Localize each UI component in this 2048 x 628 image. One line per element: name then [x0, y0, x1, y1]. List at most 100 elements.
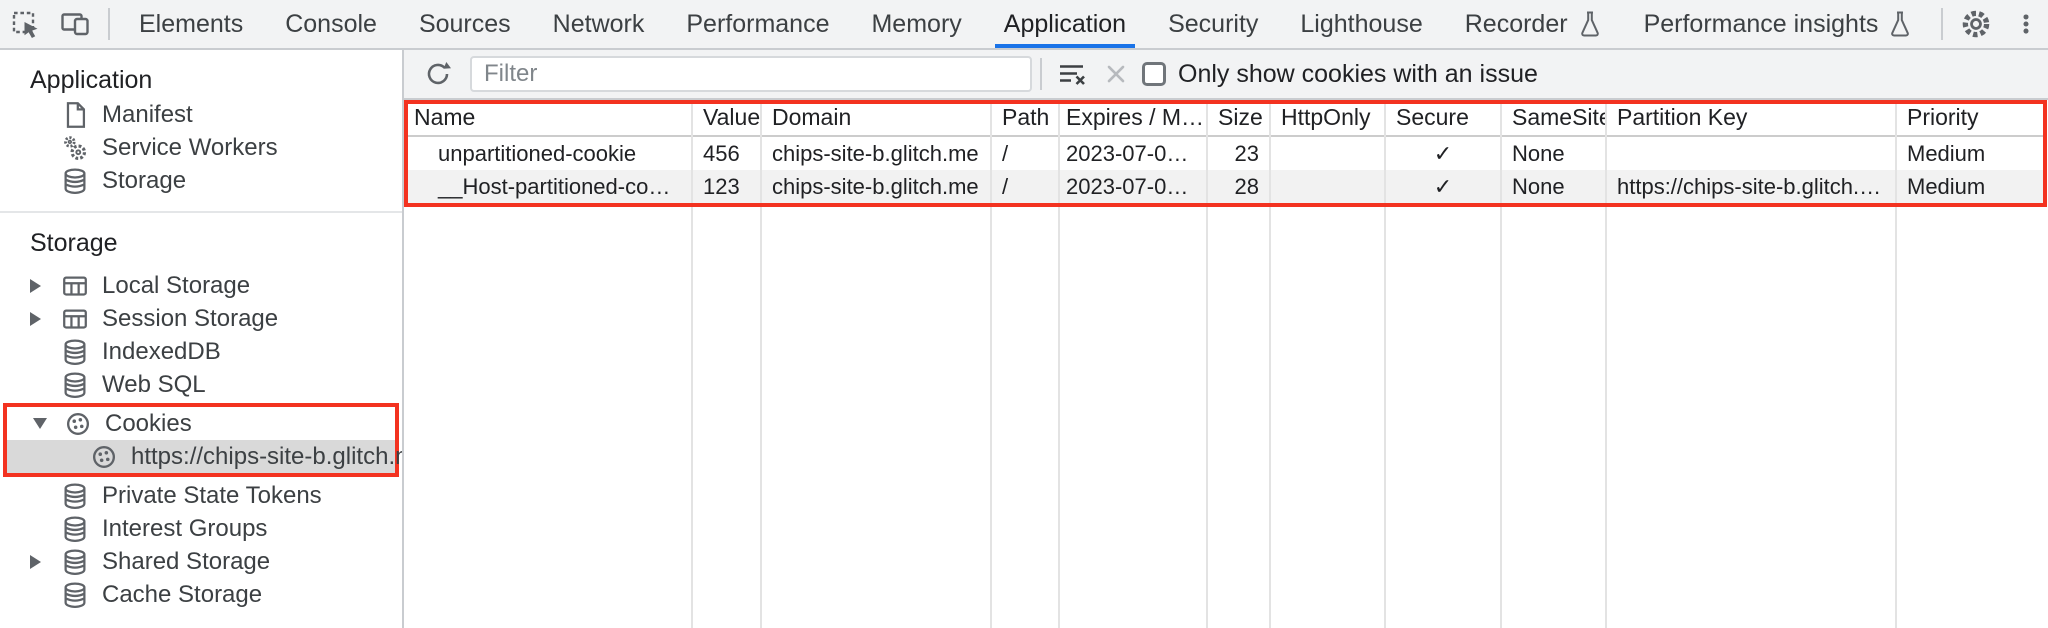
- table-cell[interactable]: 123: [693, 170, 760, 203]
- sidebar-item-storage[interactable]: Storage: [0, 164, 402, 197]
- table-cell[interactable]: chips-site-b.glitch.me: [762, 170, 990, 203]
- device-toolbar-icon: [61, 13, 89, 36]
- database-icon: [64, 581, 86, 608]
- tab-network[interactable]: Network: [532, 0, 666, 48]
- application-panel-body: Application Manifest Service Workers: [0, 50, 2048, 628]
- sidebar-item-local-storage[interactable]: Local Storage: [0, 269, 402, 302]
- column-header-partition-key[interactable]: Partition Key: [1607, 100, 1895, 137]
- tab-label: Network: [552, 9, 645, 38]
- sidebar-item-interest-groups[interactable]: Interest Groups: [0, 512, 402, 545]
- table-cell[interactable]: None: [1512, 141, 1565, 166]
- triangle-collapsed-icon[interactable]: [30, 311, 60, 326]
- settings-button[interactable]: [1951, 7, 2001, 41]
- cookies-panel: Only show cookies with an issue Name unp…: [404, 50, 2048, 628]
- table-cell[interactable]: [1607, 137, 1895, 170]
- sidebar-item-shared-storage[interactable]: Shared Storage: [0, 545, 402, 578]
- sidebar-item-cache-storage[interactable]: Cache Storage: [0, 578, 402, 611]
- table-cell[interactable]: [1271, 170, 1384, 203]
- column-header-secure[interactable]: Secure: [1386, 100, 1500, 137]
- column-header-expires[interactable]: Expires / M…: [1060, 100, 1206, 137]
- secure-checkmark[interactable]: ✓: [1433, 141, 1453, 166]
- sidebar-item-label: Session Storage: [102, 304, 279, 332]
- tab-memory[interactable]: Memory: [850, 0, 982, 48]
- tab-performance-insights[interactable]: Performance insights: [1623, 0, 1934, 48]
- sidebar-item-cookies-origin[interactable]: https://chips-site-b.glitch.me: [7, 440, 402, 473]
- refresh-button[interactable]: [416, 58, 460, 90]
- column-header-samesite[interactable]: SameSite: [1502, 100, 1605, 137]
- tab-sources[interactable]: Sources: [398, 0, 532, 48]
- sidebar-item-web-sql[interactable]: Web SQL: [0, 368, 402, 401]
- sidebar-item-cookies[interactable]: Cookies: [7, 407, 395, 440]
- table-cell[interactable]: [1271, 137, 1384, 170]
- table-cell[interactable]: chips-site-b.glitch.me: [772, 141, 979, 166]
- table-cell[interactable]: __Host-partitioned-cookie: [404, 170, 691, 203]
- triangle-expanded-icon[interactable]: [33, 418, 63, 429]
- column-samesite: SameSite None None: [1502, 100, 1607, 628]
- triangle-collapsed-icon[interactable]: [30, 278, 60, 293]
- inspect-element-button[interactable]: [0, 0, 50, 48]
- sidebar-item-label: Interest Groups: [102, 514, 268, 542]
- sidebar-item-indexeddb[interactable]: IndexedDB: [0, 335, 402, 368]
- secure-checkmark[interactable]: ✓: [1386, 170, 1500, 203]
- tab-elements[interactable]: Elements: [118, 0, 264, 48]
- sidebar-item-label: Local Storage: [102, 271, 251, 299]
- sidebar-item-manifest[interactable]: Manifest: [0, 98, 402, 131]
- tab-label: Performance: [686, 9, 830, 38]
- sidebar-section-application: Application: [30, 65, 153, 94]
- table-cell[interactable]: 2023-07-07…: [1060, 170, 1206, 203]
- table-cell[interactable]: /: [992, 170, 1058, 203]
- sidebar-item-private-state-tokens[interactable]: Private State Tokens: [0, 479, 402, 512]
- flask-icon: [1580, 11, 1599, 37]
- table-cell[interactable]: Medium: [1907, 141, 1986, 166]
- column-header-name[interactable]: Name: [404, 100, 691, 137]
- tab-performance[interactable]: Performance: [665, 0, 850, 48]
- triangle-collapsed-icon[interactable]: [30, 554, 60, 569]
- column-header-size[interactable]: Size: [1208, 100, 1269, 137]
- table-cell[interactable]: unpartitioned-cookie: [438, 141, 637, 166]
- tab-security[interactable]: Security: [1147, 0, 1279, 48]
- column-path: Path / /: [992, 100, 1060, 628]
- column-priority: Priority Medium Medium: [1897, 100, 2047, 628]
- table-cell[interactable]: 456: [703, 141, 740, 166]
- tab-console[interactable]: Console: [264, 0, 398, 48]
- tab-label: Recorder: [1464, 9, 1568, 38]
- database-icon: [64, 515, 86, 542]
- tab-application[interactable]: Application: [983, 0, 1147, 48]
- table-cell[interactable]: /: [1002, 141, 1009, 166]
- refresh-icon: [427, 62, 451, 85]
- column-partition-key: Partition Key https://chips-site-b.glitc…: [1607, 100, 1897, 628]
- toggle-device-toolbar-button[interactable]: [50, 0, 100, 48]
- issue-filter-checkbox[interactable]: [1142, 62, 1166, 86]
- table-cell[interactable]: https://chips-site-b.glitch.me: [1607, 170, 1895, 203]
- toolbar-divider: [1040, 58, 1042, 90]
- database-icon: [64, 338, 86, 365]
- sidebar-item-service-workers[interactable]: Service Workers: [0, 131, 402, 164]
- column-header-domain[interactable]: Domain: [762, 100, 990, 137]
- database-icon: [64, 548, 86, 575]
- tab-label: Application: [1003, 9, 1127, 38]
- table-cell[interactable]: 2023-07-07…: [1066, 141, 1201, 166]
- column-header-path[interactable]: Path: [992, 100, 1058, 137]
- column-header-httponly[interactable]: HttpOnly: [1271, 100, 1384, 137]
- sidebar-item-label: Web SQL: [102, 370, 206, 398]
- tab-label: Security: [1168, 9, 1259, 38]
- sidebar-item-session-storage[interactable]: Session Storage: [0, 302, 402, 335]
- database-icon: [64, 167, 86, 194]
- sidebar-item-label: IndexedDB: [102, 337, 221, 365]
- table-cell[interactable]: None: [1502, 170, 1605, 203]
- column-header-value[interactable]: Value: [693, 100, 760, 137]
- tab-label: Lighthouse: [1300, 9, 1423, 38]
- sidebar-item-label: Cookies: [105, 409, 192, 437]
- column-size: Size 23 28: [1208, 100, 1271, 628]
- table-cell[interactable]: 23: [1234, 141, 1259, 166]
- table-cell[interactable]: 28: [1208, 170, 1269, 203]
- tab-label: Performance insights: [1643, 9, 1879, 38]
- more-options-button[interactable]: [2001, 8, 2048, 40]
- tab-recorder[interactable]: Recorder: [1444, 0, 1623, 48]
- clear-filter-button[interactable]: [1050, 58, 1094, 90]
- filter-input[interactable]: [470, 56, 1032, 92]
- column-header-priority[interactable]: Priority: [1897, 100, 2047, 137]
- tab-lighthouse[interactable]: Lighthouse: [1279, 0, 1443, 48]
- delete-selected-button[interactable]: [1094, 59, 1138, 89]
- table-cell[interactable]: Medium: [1897, 170, 2047, 203]
